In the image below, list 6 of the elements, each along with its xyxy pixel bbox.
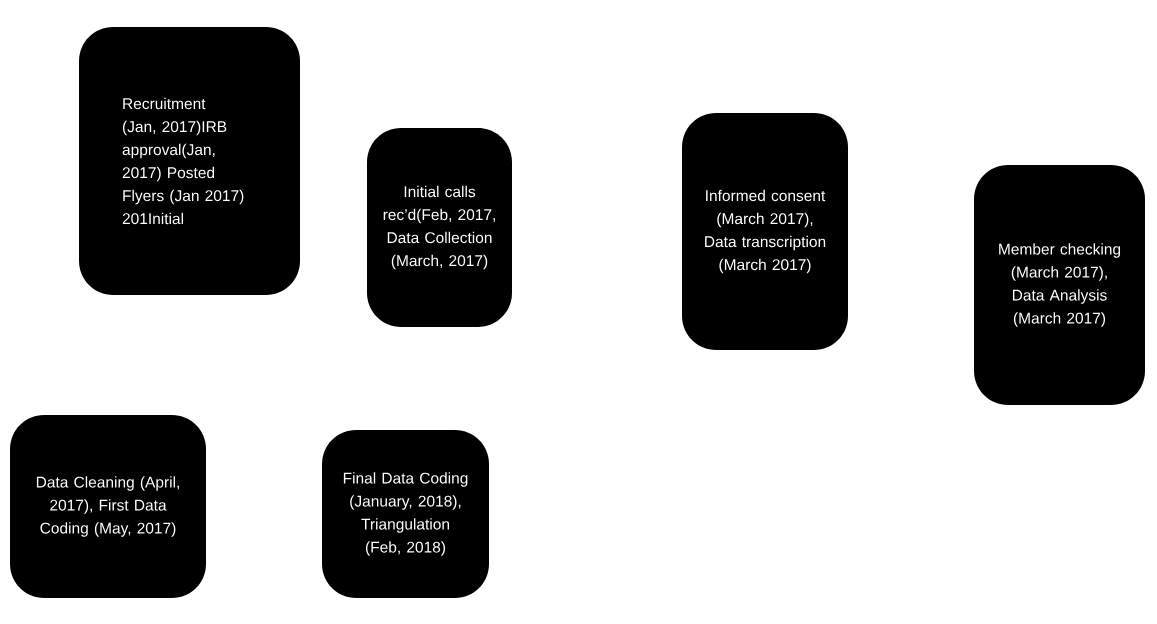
process-box: Initial calls rec’d(Feb, 2017, Data Collection (March, 2017) (367, 128, 512, 327)
process-box: Data Cleaning (April, 2017), First Data Coding (May, 2017) (10, 415, 206, 598)
process-box: Informed consent (March 2017), Data transcription (March 2017) (682, 113, 848, 350)
process-box: Recruitment (Jan, 2017)IRB approval(Jan, 2017) Posted Flyers (Jan 2017) 201Initial (79, 27, 300, 295)
process-box: Member checking (March 2017), Data Analysis (March 2017) (974, 165, 1145, 405)
process-box: Final Data Coding (January, 2018), Triangulation (Feb, 2018) (322, 430, 489, 598)
